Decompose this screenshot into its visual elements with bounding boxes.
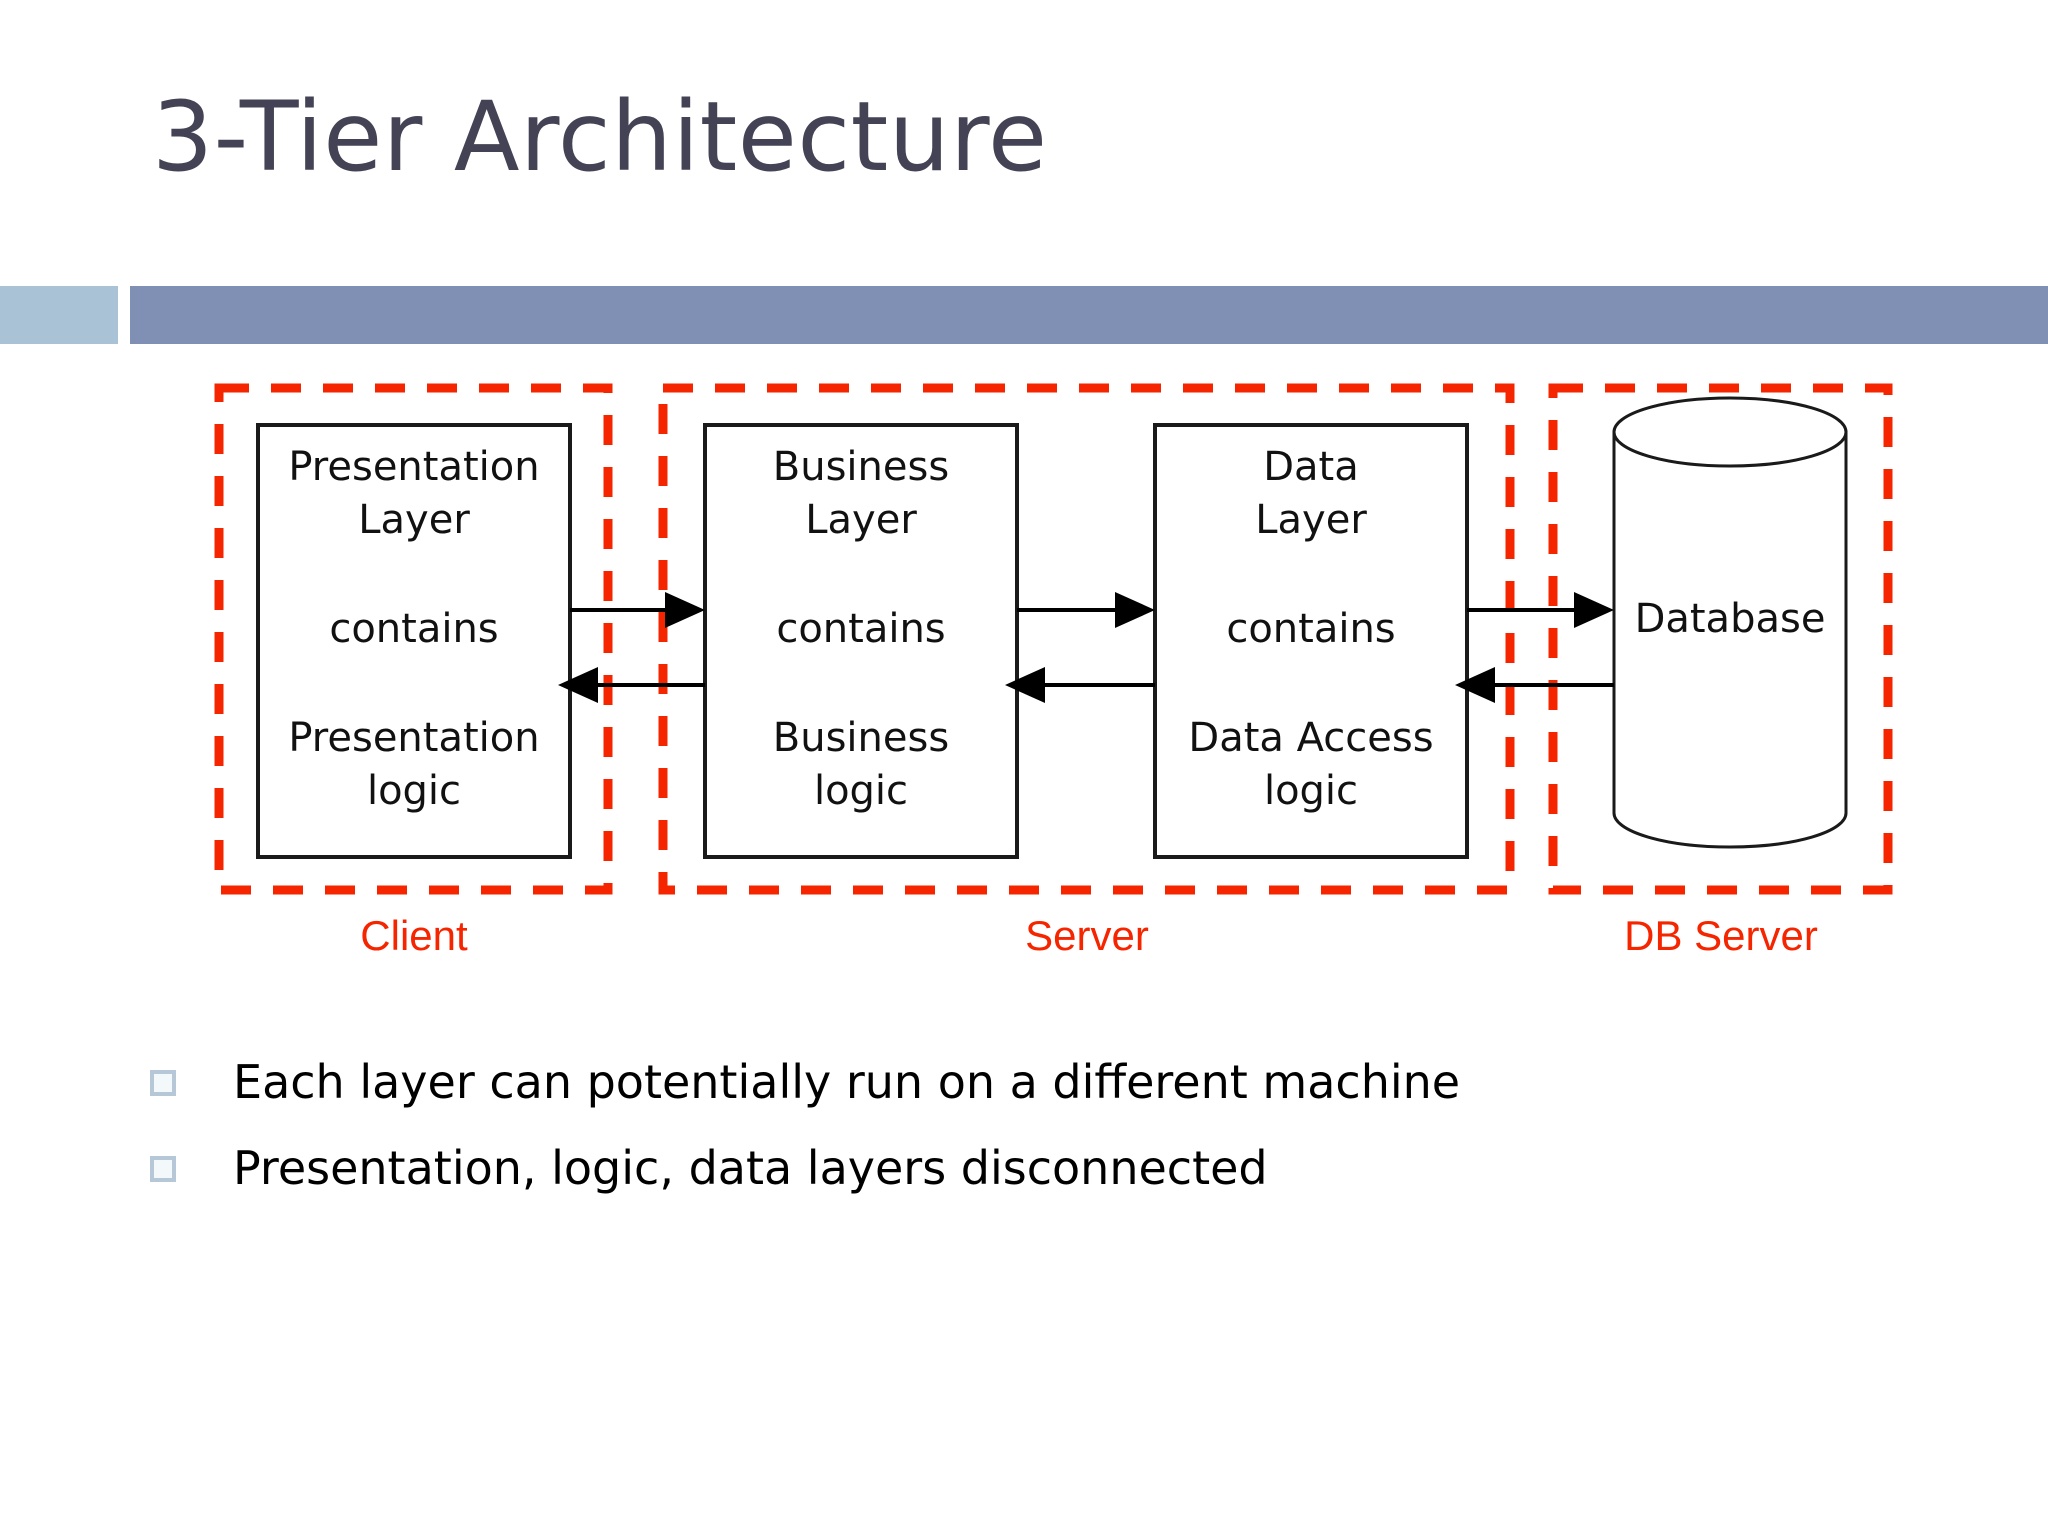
bullet-text: Presentation, logic, data layers disconn… (233, 1140, 1268, 1195)
header-rule-right-segment (130, 286, 2048, 344)
node-presentation-layer-line1: Presentation (288, 444, 539, 490)
arrow-business-to-presentation (558, 667, 705, 703)
database-cylinder (1612, 396, 1848, 849)
tier-caption-dbserver: DB Server (1624, 912, 1818, 959)
database-label: Database (1635, 596, 1826, 642)
page-title: 3-Tier Architecture (152, 81, 1048, 193)
arrow-data-to-business (1005, 667, 1155, 703)
arrow-presentation-to-business (570, 592, 705, 628)
tier-caption-server: Server (1025, 912, 1149, 959)
bullet-list: Each layer can potentially run on a diff… (150, 1054, 1750, 1225)
tier-boundary-client (214, 383, 613, 895)
node-presentation-layer-line3: contains (329, 606, 498, 652)
node-data-layer-line4: Data Access (1188, 715, 1433, 761)
node-data-layer-line3: contains (1226, 606, 1395, 652)
node-business-layer-line5: logic (814, 768, 908, 814)
tier-caption-client: Client (360, 912, 468, 959)
node-data-layer-box (1153, 423, 1469, 859)
tier-boundary-dbserver (1548, 383, 1893, 895)
node-presentation-layer-line2: Layer (358, 497, 470, 543)
arrow-data-to-database (1467, 592, 1614, 628)
node-business-layer-box (703, 423, 1019, 859)
node-presentation-layer-line4: Presentation (288, 715, 539, 761)
square-bullet-icon (150, 1155, 176, 1182)
node-presentation-layer-box (256, 423, 572, 859)
arrow-business-to-data (1017, 592, 1155, 628)
list-item: Each layer can potentially run on a diff… (150, 1054, 1750, 1112)
node-business-layer-line3: contains (776, 606, 945, 652)
node-data-layer-line5: logic (1264, 768, 1358, 814)
node-presentation-layer-line5: logic (367, 768, 461, 814)
node-business-layer-line2: Layer (805, 497, 917, 543)
list-item: Presentation, logic, data layers disconn… (150, 1140, 1750, 1198)
tier-boundary-server (658, 383, 1515, 895)
node-business-layer-line4: Business (773, 715, 949, 761)
square-bullet-icon (150, 1070, 176, 1096)
arrow-database-to-data (1455, 667, 1614, 703)
node-business-layer-line1: Business (773, 444, 949, 490)
diagram-svg: Presentation Layer contains Presentation… (214, 383, 1893, 895)
three-tier-diagram: Presentation Layer contains Presentation… (0, 370, 2048, 980)
node-data-layer-line1: Data (1263, 444, 1359, 490)
node-data-layer-line2: Layer (1255, 497, 1367, 543)
bullet-text: Each layer can potentially run on a diff… (233, 1055, 1461, 1109)
header-rule-left-segment (0, 286, 118, 344)
